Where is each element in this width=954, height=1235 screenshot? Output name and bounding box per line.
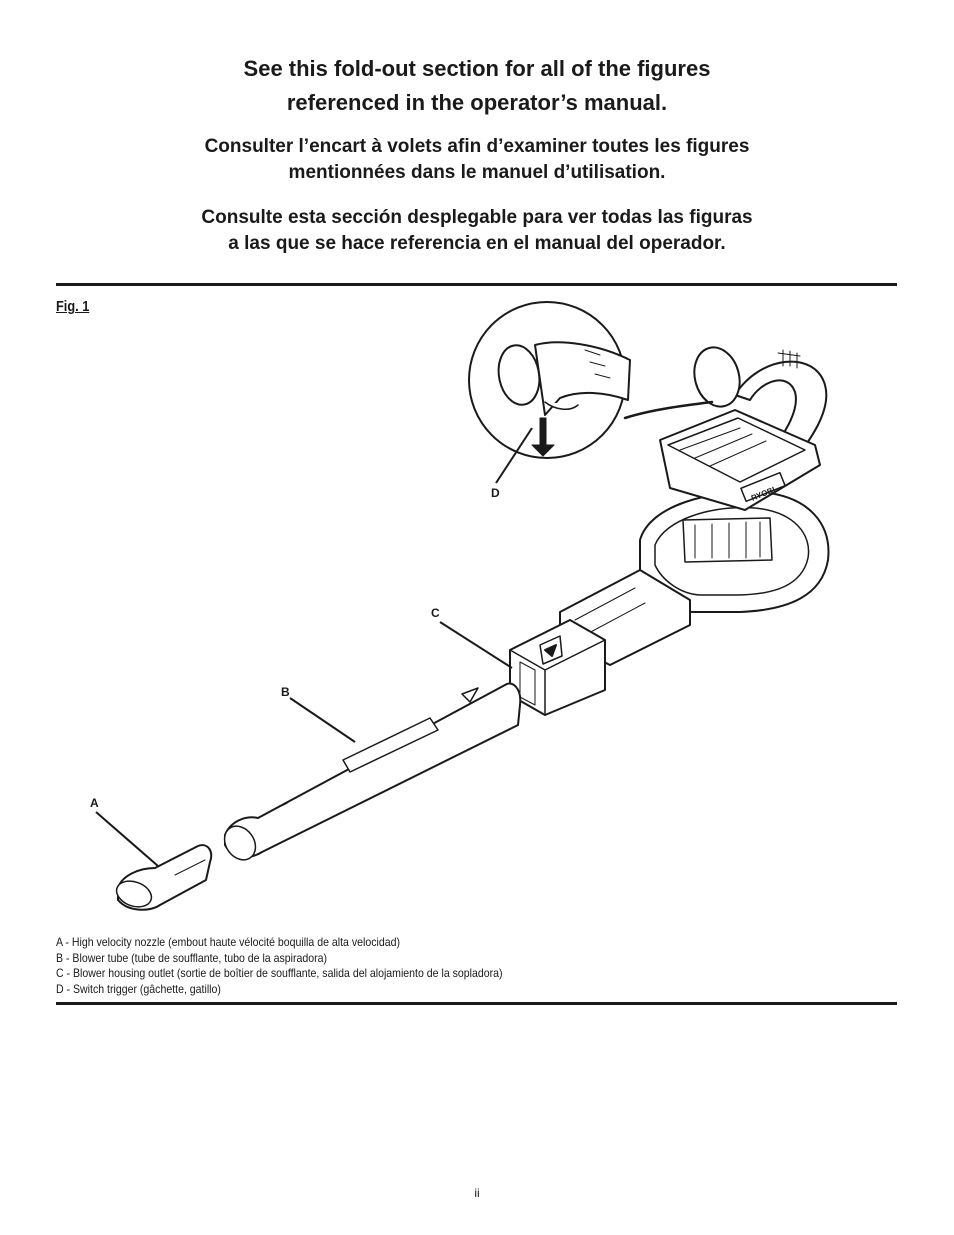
callout-a: A [90, 796, 99, 810]
intro-spanish-line-2: a las que se hace referencia en el manua… [228, 233, 726, 254]
callout-b: B [281, 685, 290, 699]
callout-c: C [431, 606, 440, 620]
legend-item-c: C - Blower housing outlet (sortie de boî… [56, 966, 503, 980]
switch-trigger-inset [468, 301, 714, 459]
intro-french-line-1: Consulter l’encart à volets afin d’exami… [204, 136, 750, 157]
intro-french-line-2: mentionnées dans le manuel d’utilisation… [288, 162, 666, 183]
leader-lines [95, 427, 533, 867]
intro-french: Consulter l’encart à volets afin d’exami… [0, 134, 954, 186]
blower-housing: RYOBI [559, 346, 830, 666]
blower-illustration: RYOBI [90, 301, 830, 911]
blower-tube [223, 682, 522, 861]
intro-english-line-1: See this fold-out section for all of the… [243, 56, 711, 81]
figure-legend: A - High velocity nozzle (embout haute v… [56, 935, 503, 997]
intro-english-line-2: referenced in the operator’s manual. [286, 90, 668, 115]
legend-item-b: B - Blower tube (tube de soufflante, tub… [56, 950, 328, 965]
page-number: ii [474, 1186, 480, 1200]
legend-item-d: D - Switch trigger (gâchette, gatillo) [56, 981, 221, 996]
top-divider [56, 283, 897, 286]
intro-spanish: Consulte esta sección desplegable para v… [0, 205, 954, 257]
intro-english: See this fold-out section for all of the… [0, 52, 954, 120]
legend-item-a: A - High velocity nozzle (embout haute v… [56, 935, 400, 949]
bottom-divider [56, 1002, 897, 1005]
callout-d: D [491, 486, 500, 500]
high-velocity-nozzle [115, 844, 213, 911]
intro-spanish-line-1: Consulte esta sección desplegable para v… [201, 207, 753, 228]
figure-label: Fig. 1 [56, 298, 90, 315]
blower-housing-outlet [509, 619, 606, 716]
